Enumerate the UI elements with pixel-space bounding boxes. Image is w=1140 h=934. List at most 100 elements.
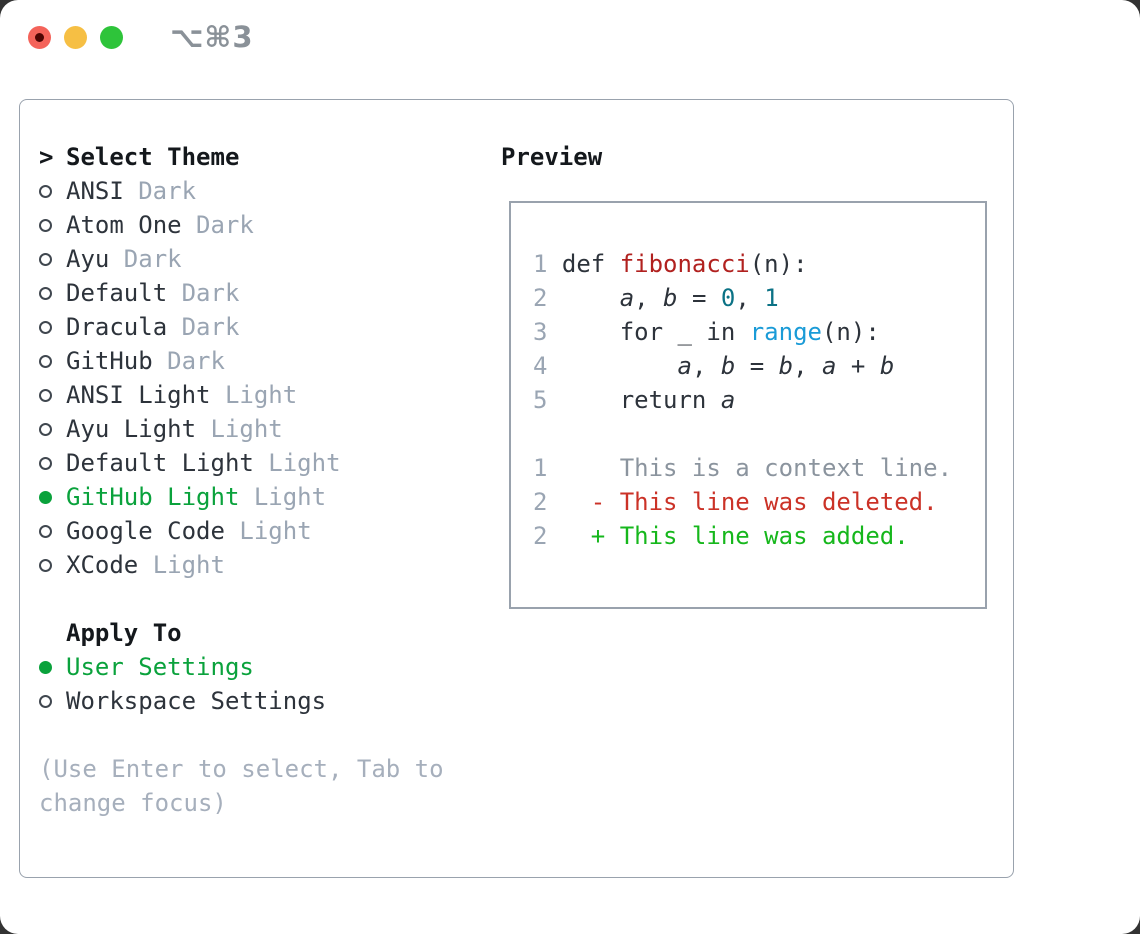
line-number: 2 [533,284,548,312]
close-dot-icon [35,32,44,42]
line-number: 2 [533,522,548,550]
line-number: 4 [533,352,548,380]
apply-option-workspace-settings[interactable]: Workspace Settings [39,684,444,718]
radio-slot [39,490,66,504]
option-variant-label: Dark [181,279,240,307]
theme-option-github[interactable]: GitHub Dark [39,344,444,378]
theme-option-default[interactable]: Default Dark [39,276,444,310]
theme-option-ansi-light[interactable]: ANSI Light Light [39,378,444,412]
option-label: ANSI [66,177,124,205]
radio-slot [39,660,66,674]
option-label: XCode [66,551,139,579]
diff-line: 1 This is a context line. [533,451,985,485]
code-token: return [561,386,721,414]
option-variant-label: Dark [181,313,240,341]
option-variant-label: Light [152,551,225,579]
line-number: 1 [533,250,548,278]
theme-option-xcode[interactable]: XCode Light [39,548,444,582]
code-token: range [749,318,822,346]
maximize-button[interactable] [100,25,123,49]
titlebar: ⌥⌘3 [28,20,254,54]
code-line: 3 for _ in range(n): [533,315,985,349]
option-variant-label: Light [224,381,298,409]
radio-slot [39,524,66,538]
theme-option-dracula[interactable]: Dracula Dark [39,310,444,344]
code-line: 2 a, b = 0, 1 [533,281,985,315]
code-token: 0 [720,284,736,312]
line-number: 1 [533,454,548,482]
option-variant-label: Dark [196,211,254,239]
option-label: Google Code [66,517,225,545]
radio-icon [39,422,52,436]
option-variant-label: Dark [167,347,225,375]
option-label: GitHub Light [66,483,240,511]
radio-slot [39,354,66,368]
code-token: This is a context line. [561,454,953,482]
code-token: b [879,352,895,380]
code-token: b [720,352,736,380]
code-line: 4 a, b = b, a + b [533,349,985,383]
option-variant-label: Light [210,415,283,443]
option-label: Default [66,279,168,307]
option-variant-label: Light [268,449,341,477]
close-button[interactable] [28,25,51,49]
preview-block-gap [533,417,985,451]
apply-option-user-settings[interactable]: User Settings [39,650,444,684]
code-token: (n): [821,318,880,346]
radio-slot [39,422,66,436]
select-theme-title: Select Theme [66,143,240,171]
radio-icon [39,524,52,538]
radio-icon [39,252,52,266]
code-token: 1 [764,284,779,312]
preview-title: Preview [501,143,603,171]
radio-icon [39,456,52,470]
radio-slot [39,184,66,198]
line-number: 3 [533,318,548,346]
option-label: Default Light [66,449,254,477]
radio-slot [39,694,66,708]
keyboard-hint: (Use Enter to select, Tab to change focu… [39,755,444,817]
theme-option-atom-one[interactable]: Atom One Dark [39,208,444,242]
option-label: GitHub [66,347,153,375]
minimize-button[interactable] [64,25,87,49]
code-token: , [634,284,664,312]
code-token [562,352,678,380]
radio-icon [39,388,52,402]
radio-slot [39,286,66,300]
code-token: + [836,352,880,380]
option-label: Dracula [66,313,168,341]
option-label: ANSI Light [66,381,211,409]
radio-icon [39,184,52,198]
theme-option-default-light[interactable]: Default Light Light [39,446,444,480]
code-token: = [735,352,779,380]
radio-selected-icon [39,660,52,674]
code-token: a [720,386,736,414]
option-variant-label: Light [253,483,327,511]
select-theme-header-row: > Select Theme [39,140,444,174]
option-label: Workspace Settings [66,687,327,715]
theme-option-ansi[interactable]: ANSI Dark [39,174,444,208]
radio-selected-icon [39,490,52,504]
code-token [562,284,620,312]
code-line: 5 return a [533,383,985,417]
code-token: for _ in [561,318,750,346]
radio-slot [39,320,66,334]
code-token: a [677,352,692,380]
radio-slot [39,558,66,572]
theme-option-github-light[interactable]: GitHub Light Light [39,480,444,514]
radio-icon [39,558,52,572]
window-title: ⌥⌘3 [170,20,254,54]
option-variant-label: Dark [138,177,197,205]
code-token: , [793,352,823,380]
option-label: Atom One [66,211,182,239]
code-token: , [735,284,765,312]
code-token: , [691,352,721,380]
radio-icon [39,218,52,232]
